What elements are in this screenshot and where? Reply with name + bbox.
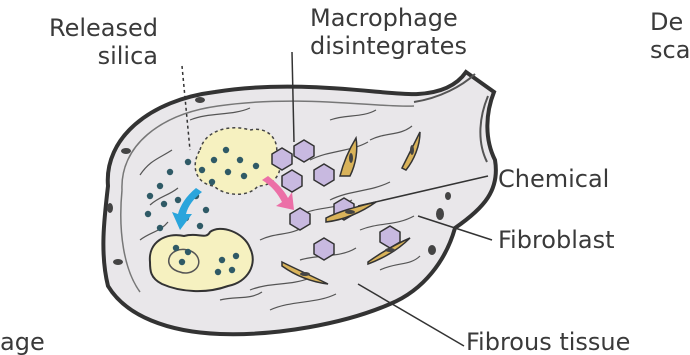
label-cut-top-right-1: De	[650, 8, 683, 36]
label-chemical: Chemical	[498, 165, 609, 193]
label-macrophage-1: Macrophage	[310, 4, 458, 32]
label-cut-bottom-left: age	[0, 328, 45, 355]
label-macrophage-2: disintegrates	[310, 32, 467, 60]
label-cut-top-right-2: sca	[650, 36, 690, 64]
macrophage-cell	[150, 229, 253, 291]
label-fibroblast: Fibroblast	[498, 226, 615, 254]
label-fibrous-tissue: Fibrous tissue	[466, 328, 630, 355]
label-released-silica-2: silica	[98, 42, 158, 70]
label-released-silica-1: Released	[49, 14, 158, 42]
